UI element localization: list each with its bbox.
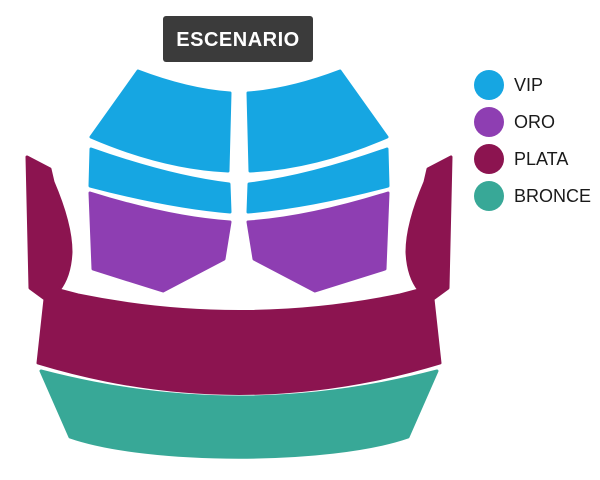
stage-label: ESCENARIO xyxy=(176,29,299,51)
section-oro-right[interactable] xyxy=(246,191,390,293)
section-vip-upper-left[interactable] xyxy=(89,69,232,173)
legend-swatch-plata xyxy=(474,144,504,174)
legend-item-oro: ORO xyxy=(474,107,555,137)
stage-box xyxy=(163,16,313,62)
legend-label-plata: PLATA xyxy=(514,149,568,169)
stage: ESCENARIO xyxy=(163,16,313,62)
section-vip-band-right[interactable] xyxy=(246,147,390,214)
section-vip-band-left[interactable] xyxy=(88,147,232,214)
legend-swatch-oro xyxy=(474,107,504,137)
legend: VIP ORO PLATA BRONCE xyxy=(474,70,591,211)
section-vip-upper-right[interactable] xyxy=(246,69,389,173)
section-oro-left[interactable] xyxy=(88,191,232,293)
legend-label-oro: ORO xyxy=(514,112,555,132)
legend-label-bronce: BRONCE xyxy=(514,186,591,206)
section-bronce[interactable] xyxy=(39,369,439,459)
section-plata[interactable] xyxy=(25,155,453,395)
legend-item-vip: VIP xyxy=(474,70,543,100)
legend-swatch-vip xyxy=(474,70,504,100)
legend-label-vip: VIP xyxy=(514,75,543,95)
legend-item-bronce: BRONCE xyxy=(474,181,591,211)
legend-item-plata: PLATA xyxy=(474,144,568,174)
legend-swatch-bronce xyxy=(474,181,504,211)
